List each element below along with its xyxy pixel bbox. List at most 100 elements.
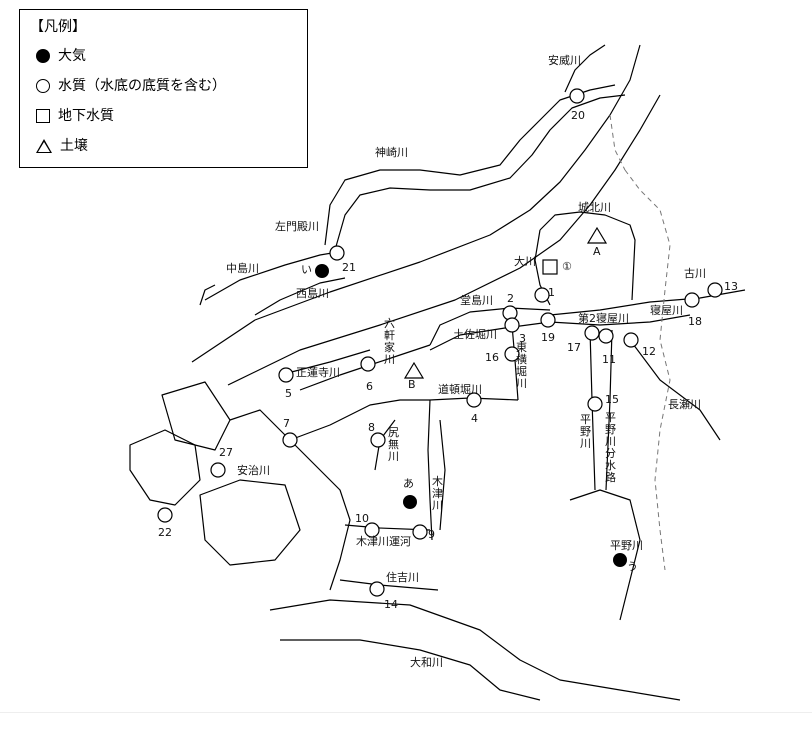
station-10	[364, 522, 380, 538]
harbor-coast	[229, 409, 351, 591]
station-number-14: 14	[384, 598, 398, 611]
legend-label-water: 水質（水底の底質を含む）	[58, 78, 226, 94]
shorenji-river	[279, 349, 371, 376]
label-kizuunga: 木津川運河	[356, 535, 411, 548]
label-sumiyoshi: 住吉川	[386, 571, 419, 584]
black-dot-icon	[36, 49, 50, 63]
station-21	[329, 245, 345, 261]
ajikawa-river	[289, 399, 430, 441]
station-number-6: 6	[366, 380, 373, 393]
station-number-5: 5	[285, 387, 292, 400]
label-nishijima: 西島川	[296, 287, 329, 300]
legend-item-air: 大気	[36, 46, 86, 66]
label-hirano: 平野川	[580, 413, 591, 450]
station-number-4: 4	[471, 412, 478, 425]
shirokita-river	[539, 211, 636, 301]
station-17	[584, 325, 600, 341]
legend-label-groundwater: 地下水質	[58, 108, 114, 124]
aikawa-river	[564, 44, 606, 93]
station-19	[540, 312, 556, 328]
station-14	[369, 581, 385, 597]
label-ookawa: 大川	[514, 255, 536, 268]
label-neya: 寝屋川	[650, 304, 683, 317]
station-20	[569, 88, 585, 104]
station-8	[370, 432, 386, 448]
open-circle-icon	[36, 79, 50, 93]
open-triangle-icon	[36, 139, 52, 153]
air-point-i	[315, 264, 329, 278]
label-samondono: 左門殿川	[275, 220, 319, 233]
station-number-12: 12	[642, 345, 656, 358]
west-coast-1	[199, 284, 216, 306]
legend-label-soil: 土壌	[60, 138, 88, 154]
station-16	[504, 346, 520, 362]
label-dojima: 堂島川	[460, 294, 493, 307]
station-6	[360, 356, 376, 372]
station-13	[707, 282, 723, 298]
label-shirinashi: 尻無川	[388, 426, 399, 463]
label-hirano-bunsuiro: 平野川分水路	[605, 411, 616, 484]
station-1	[534, 287, 550, 303]
label-hirano-east: 平野川	[610, 539, 643, 552]
station-number-21: 21	[342, 261, 356, 274]
label-rokkenya: 六軒家川	[384, 317, 395, 366]
legend-item-water: 水質（水底の底質を含む）	[36, 76, 226, 96]
soil-label-b: B	[408, 378, 416, 391]
label-dotonbori: 道頓堀川	[438, 383, 482, 396]
station-number-10: 10	[355, 512, 369, 525]
station-number-8: 8	[368, 421, 375, 434]
label-nagase: 長瀬川	[668, 398, 701, 411]
station-11	[598, 328, 614, 344]
station-3	[504, 317, 520, 333]
daini-neya-river	[549, 314, 691, 326]
station-number-11: 11	[602, 353, 616, 366]
kanzaki-river-bank-1	[324, 84, 616, 246]
station-number-3: 3	[519, 332, 526, 345]
soil-label-a: A	[593, 245, 601, 258]
label-nakajima: 中島川	[226, 262, 259, 275]
kizu-river	[427, 399, 433, 541]
legend-label-air: 大気	[58, 48, 86, 64]
air-label-u: う	[627, 560, 638, 573]
east-shore	[569, 489, 641, 621]
legend-title: 【凡例】	[30, 19, 86, 35]
station-12	[623, 332, 639, 348]
station-5	[278, 367, 294, 383]
yodo-river-north-bank	[191, 44, 641, 363]
air-label-i: い	[301, 263, 312, 276]
bottom-divider	[0, 712, 812, 713]
station-18	[684, 292, 700, 308]
station-22	[157, 507, 173, 523]
yamato-river-south	[280, 639, 541, 701]
yodo-river-south-bank	[227, 94, 661, 386]
open-square-icon	[36, 109, 50, 123]
station-number-19: 19	[541, 331, 555, 344]
station-7	[282, 432, 298, 448]
harbor-island-2	[161, 381, 231, 451]
air-point-u	[613, 553, 627, 567]
station-number-18: 18	[688, 315, 702, 328]
station-number-16: 16	[485, 351, 499, 364]
label-kizu: 木津川	[432, 475, 443, 512]
harbor-island-3	[199, 479, 301, 566]
dojima-river	[429, 307, 551, 346]
station-9	[412, 524, 428, 540]
station-27	[210, 462, 226, 478]
station-number-17: 17	[567, 341, 581, 354]
station-15	[587, 396, 603, 412]
legend-item-soil: 土壌	[36, 136, 88, 156]
station-number-9: 9	[428, 528, 435, 541]
label-tosabori: 土佐堀川	[453, 328, 497, 341]
city-boundary-east	[624, 169, 671, 571]
station-number-2: 2	[507, 292, 514, 305]
legend: 【凡例】 大気 水質（水底の底質を含む） 地下水質 土壌	[19, 9, 308, 168]
air-point-a	[403, 495, 417, 509]
harbor-island-1	[129, 429, 201, 506]
nagase-river	[629, 339, 721, 441]
legend-item-groundwater: 地下水質	[36, 106, 114, 126]
label-ajikawa: 安治川	[237, 464, 270, 477]
station-4	[466, 392, 482, 408]
tosabori-river	[429, 321, 551, 351]
air-label-a: あ	[403, 477, 414, 490]
